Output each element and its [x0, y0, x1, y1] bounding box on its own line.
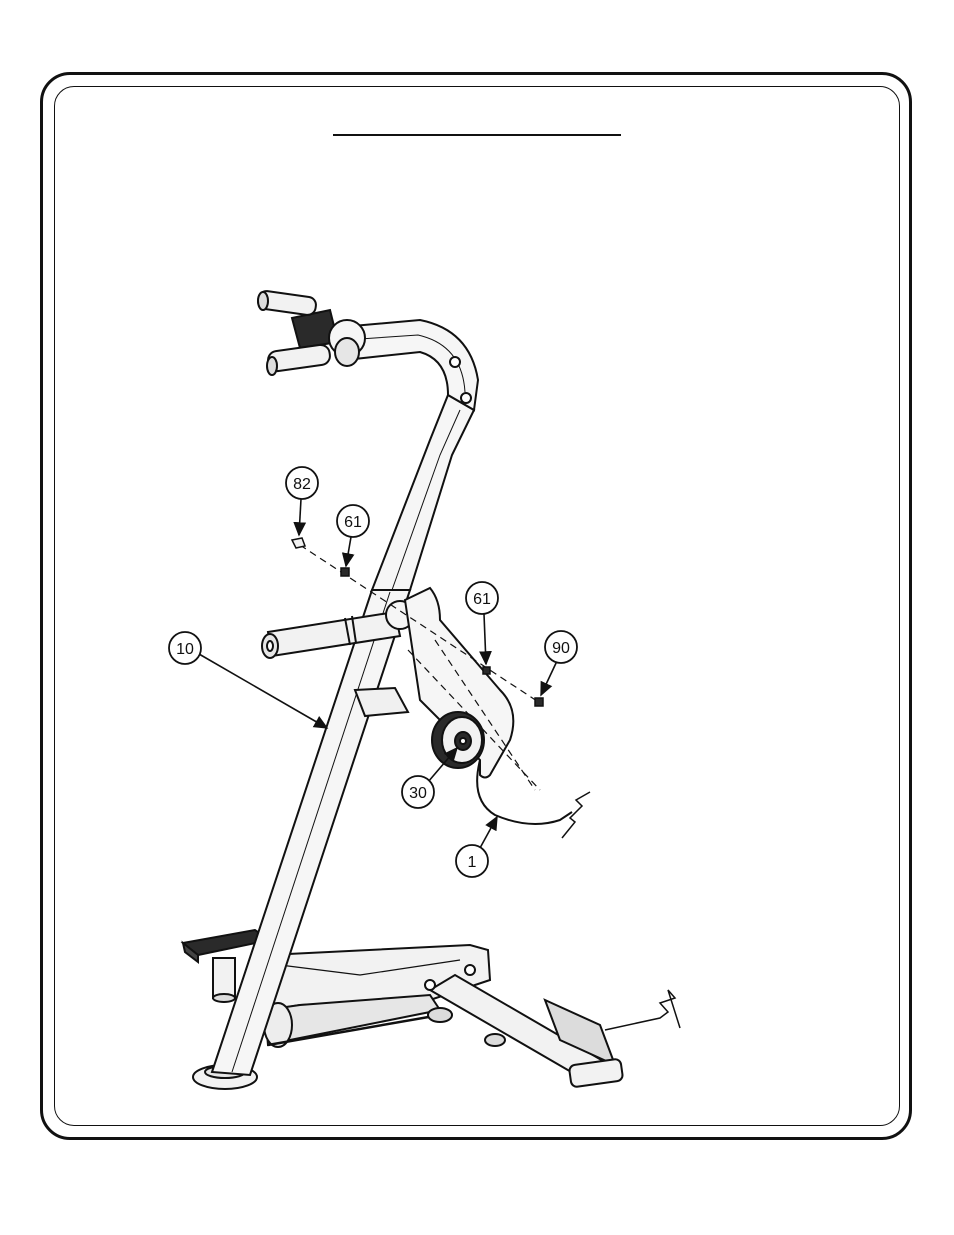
callout-61-left: 61 — [337, 505, 369, 537]
pulley-wheel — [432, 712, 484, 768]
callout-61-left-label: 61 — [344, 514, 362, 531]
washer-61-left — [341, 568, 349, 576]
callout-10: 10 — [169, 632, 201, 664]
callout-61-right-label: 61 — [473, 591, 491, 608]
callout-82-label: 82 — [293, 476, 311, 493]
bolt-82 — [292, 538, 305, 548]
cable-break-lower — [605, 990, 680, 1030]
rear-stabilizer — [425, 965, 623, 1088]
callout-90-label: 90 — [552, 640, 570, 657]
callout-82: 82 — [286, 467, 318, 499]
callout-10-label: 10 — [176, 641, 194, 658]
callout-30: 30 — [402, 776, 434, 808]
callout-1-label: 1 — [468, 854, 477, 871]
nut-90 — [535, 698, 543, 706]
top-handle-assembly — [257, 290, 365, 375]
washer-61-right — [483, 667, 490, 674]
callout-1: 1 — [456, 845, 488, 877]
callout-61-right: 61 — [466, 582, 498, 614]
callout-90: 90 — [545, 631, 577, 663]
callout-30-label: 30 — [409, 785, 427, 802]
